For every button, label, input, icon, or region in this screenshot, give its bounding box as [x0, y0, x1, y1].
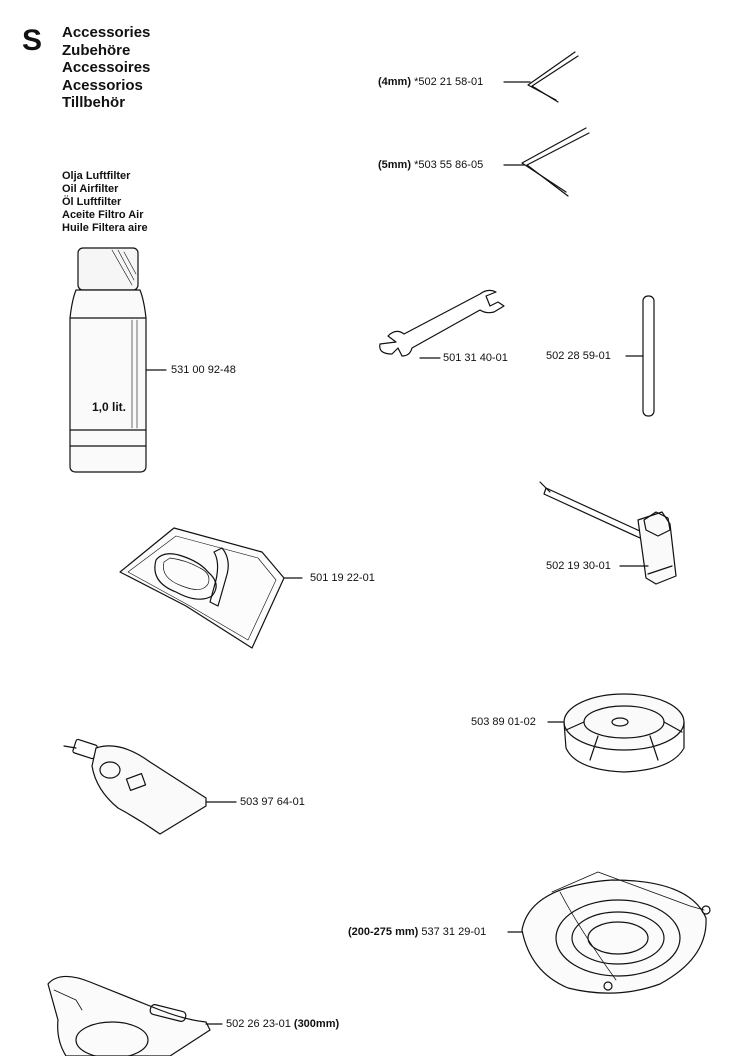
part-number: *502 21 58-01 — [414, 76, 484, 88]
part-prefix: (4mm) — [378, 76, 412, 88]
part-label-open-end-wrench: 501 31 40-01 — [443, 352, 508, 364]
part-label-hex-key-4mm: (4mm) *502 21 58-01 — [378, 76, 483, 88]
part-label-grease-tube: 503 97 64-01 — [240, 796, 305, 808]
part-prefix: (200-275 mm) — [348, 926, 419, 938]
part-number: 531 00 92-48 — [171, 364, 236, 376]
pin-rod-drawing — [625, 295, 655, 417]
title-line: Accessories — [62, 24, 151, 41]
part-prefix: (5mm) — [378, 159, 412, 171]
part-number: 502 28 59-01 — [546, 350, 611, 362]
part-number: 502 19 30-01 — [546, 560, 611, 572]
oil-title-line: Olja Luftfilter — [62, 170, 131, 182]
part-label-pin-rod: 502 28 59-01 — [546, 350, 611, 362]
trimmer-guard-drawing — [507, 871, 711, 994]
oil-title-line: Öl Luftfilter — [62, 196, 122, 208]
part-number: 501 19 22-01 — [310, 572, 375, 584]
title-line: Accessoires — [62, 59, 151, 76]
part-number: 501 31 40-01 — [443, 352, 508, 364]
oil-title-line: Oil Airfilter — [62, 183, 119, 195]
harness-bag-drawing — [119, 527, 303, 649]
part-label-trimmer-guard: (200-275 mm) 537 31 29-01 — [348, 926, 486, 938]
part-suffix: (300mm) — [293, 1018, 340, 1030]
title-line: Tillbehör — [62, 94, 126, 111]
grease-tube-drawing — [63, 738, 237, 835]
oil-title-line: Aceite Filtro Air — [62, 209, 144, 221]
combination-spanner-drawing — [539, 481, 677, 585]
oil-titles: Olja Luftfilter Oil Airfilter Öl Luftfil… — [62, 170, 148, 235]
part-label-hex-key-5mm: (5mm) *503 55 86-05 — [378, 159, 483, 171]
bottle-volume-text: 1,0 lit. — [92, 400, 127, 414]
oil-bottle-drawing — [69, 247, 167, 473]
section-titles: Accessories Zubehöre Accessoires Acessor… — [62, 24, 150, 112]
spool-cap-drawing — [547, 693, 685, 773]
hex-key-4mm-drawing — [503, 51, 579, 103]
part-number: 502 26 23-01 — [226, 1018, 291, 1030]
part-label-blade-guard: 502 26 23-01 (300mm) — [226, 1018, 339, 1030]
blade-guard-drawing — [47, 975, 223, 1056]
part-number: 503 89 01-02 — [471, 716, 536, 728]
oil-title-line: Huile Filtera aire — [62, 222, 148, 234]
part-label-spool-cap: 503 89 01-02 — [471, 716, 536, 728]
title-line: Zubehöre — [62, 41, 131, 59]
part-label-harness-bag: 501 19 22-01 — [310, 572, 375, 584]
section-letter: S — [22, 24, 43, 57]
part-number: *503 55 86-05 — [414, 159, 484, 171]
hex-key-5mm-drawing — [503, 127, 590, 197]
part-label-combination-spanner: 502 19 30-01 — [546, 560, 611, 572]
part-label-oil-bottle: 531 00 92-48 — [171, 364, 236, 376]
title-line: Acessorios — [62, 76, 143, 94]
part-number: 503 97 64-01 — [240, 796, 305, 808]
open-end-wrench-drawing — [379, 289, 505, 359]
part-number: 537 31 29-01 — [421, 926, 487, 938]
